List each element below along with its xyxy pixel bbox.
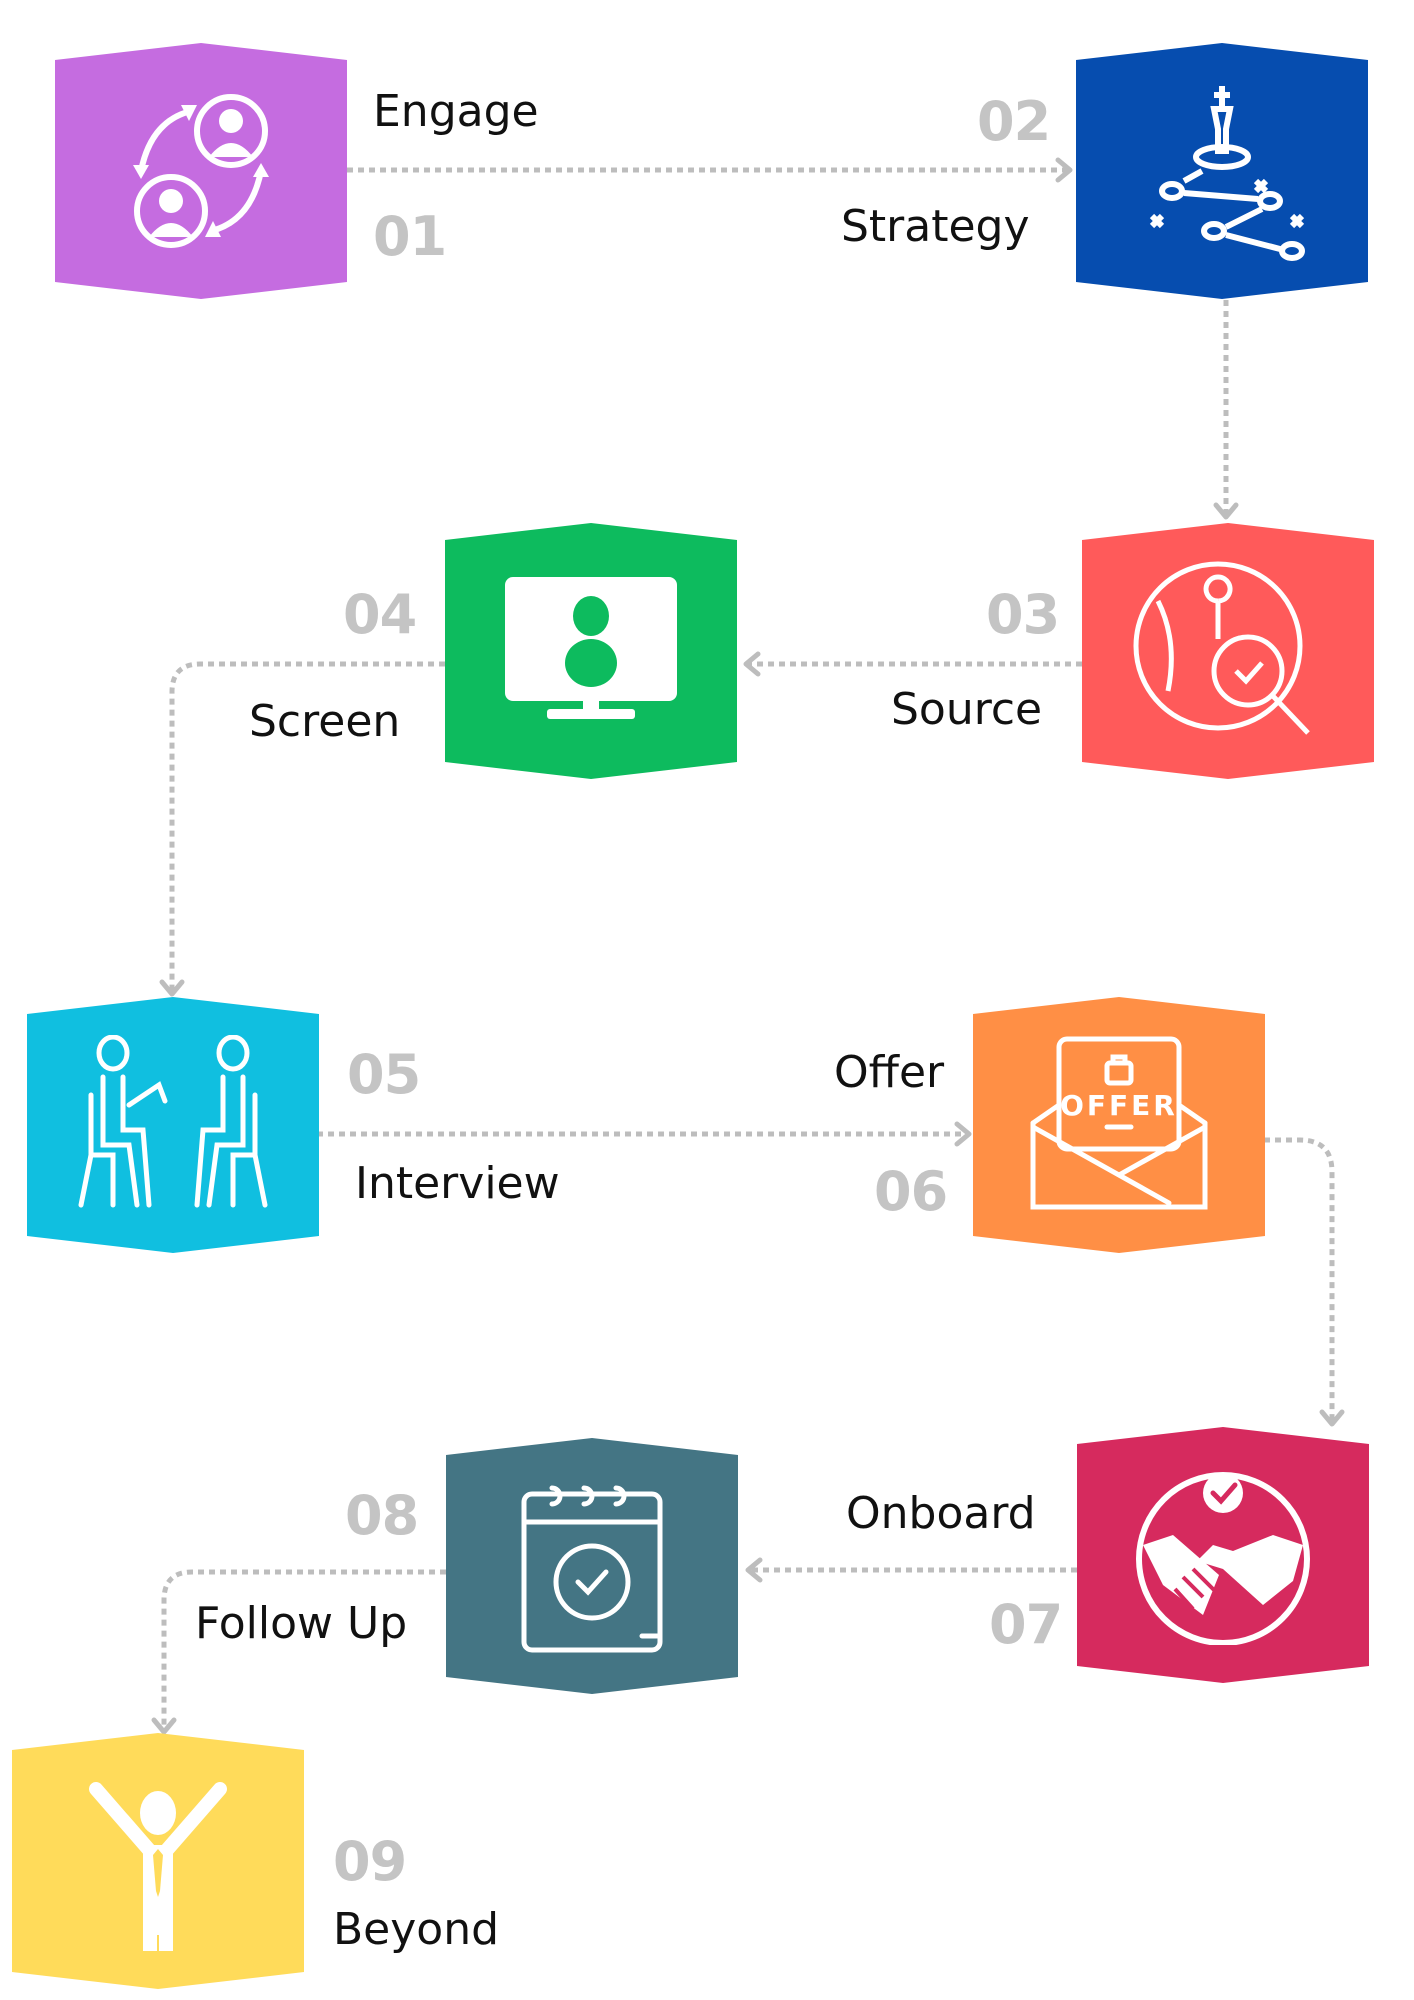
step-02-label: Strategy: [841, 201, 1030, 252]
step-06-tile: OFFER: [973, 997, 1265, 1253]
arrow-head-icon: [159, 979, 185, 997]
arrow-head-icon: [1213, 502, 1239, 520]
step-05-label: Interview: [355, 1158, 560, 1209]
offer-letter-icon: OFFER: [1030, 1036, 1208, 1210]
step-02-number: 02: [977, 90, 1051, 153]
chess-strategy-icon: [1149, 86, 1305, 261]
step-01-label: Engage: [373, 86, 539, 137]
arrow-head-icon: [745, 1557, 763, 1583]
step-05-tile: [27, 997, 319, 1253]
connector-08-09: [161, 1569, 446, 1728]
step-04-tile: [445, 523, 737, 779]
people-exchange-icon: [133, 94, 269, 248]
step-08-number: 08: [345, 1484, 419, 1547]
connector-06-07: [1264, 1137, 1335, 1420]
step-03-label: Source: [891, 684, 1043, 735]
step-09-tile: [12, 1733, 304, 1989]
step-06-number: 06: [874, 1160, 948, 1223]
step-09-number: 09: [333, 1830, 407, 1893]
step-02-tile: [1076, 43, 1368, 299]
step-06-label: Offer: [834, 1047, 945, 1098]
arrow-head-icon: [151, 1717, 177, 1735]
arrow-head-icon: [1319, 1409, 1345, 1427]
handshake-icon: [1136, 1472, 1310, 1645]
step-08-label: Follow Up: [195, 1598, 408, 1649]
step-04-label: Screen: [249, 696, 401, 747]
monitor-user-icon: [505, 577, 677, 719]
step-08-tile: [446, 1438, 738, 1694]
step-09-label: Beyond: [333, 1904, 500, 1955]
step-03-tile: [1082, 523, 1374, 779]
step-01-tile: [55, 43, 347, 299]
globe-search-icon: [1133, 561, 1310, 735]
step-05-number: 05: [347, 1043, 421, 1106]
step-03-number: 03: [986, 583, 1060, 646]
step-07-label: Onboard: [846, 1488, 1036, 1539]
step-01-number: 01: [373, 205, 447, 268]
celebrating-person-icon: [89, 1782, 227, 1951]
arrow-head-icon: [954, 1121, 972, 1147]
interview-icon: [78, 1035, 268, 1208]
step-07-number: 07: [989, 1593, 1063, 1656]
offer-text: OFFER: [1060, 1089, 1178, 1122]
arrow-head-icon: [1055, 157, 1073, 183]
step-04-number: 04: [343, 583, 417, 646]
calendar-check-icon: [521, 1485, 663, 1653]
step-07-tile: [1077, 1427, 1369, 1683]
arrow-head-icon: [743, 651, 761, 677]
connector-04-05: [169, 661, 445, 990]
